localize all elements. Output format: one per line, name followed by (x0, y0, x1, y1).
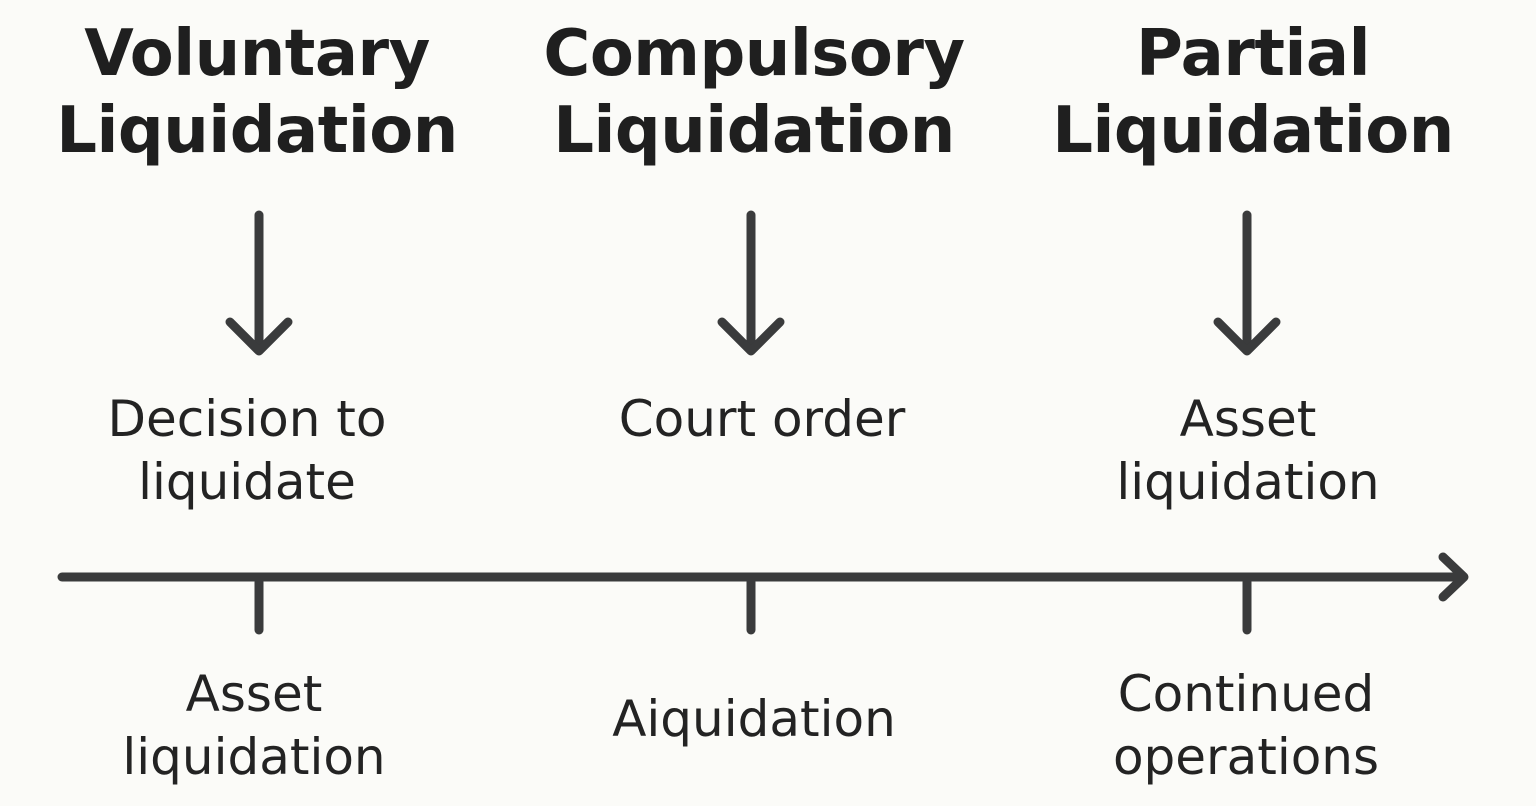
step-line: Decision to (107, 390, 387, 448)
step-line: Asset (1179, 390, 1317, 448)
heading-line: Voluntary (84, 17, 430, 91)
heading-partial-liquidation: Partial Liquidation (1023, 16, 1483, 170)
step-line: Continued (1117, 665, 1375, 723)
heading-line: Liquidation (56, 94, 458, 168)
heading-line: Partial (1135, 17, 1371, 91)
step-line: operations (1112, 728, 1380, 786)
timeline-arrow (57, 552, 1469, 602)
step-court-order: Court order (562, 388, 962, 451)
step-decision-to-liquidate: Decision to liquidate (47, 388, 447, 514)
heading-line: Liquidation (553, 94, 955, 168)
step-line: Asset (185, 665, 323, 723)
step-line: Aiquidation (612, 690, 896, 748)
outcome-continued-operations: Continued operations (1046, 663, 1446, 789)
heading-line: Compulsory (543, 17, 965, 91)
heading-compulsory-liquidation: Compulsory Liquidation (524, 16, 984, 170)
step-line: liquidate (138, 453, 356, 511)
step-asset-liquidation-partial: Asset liquidation (1048, 388, 1448, 514)
step-line: liquidation (1116, 453, 1380, 511)
down-arrow-compulsory (717, 210, 785, 356)
down-arrow-partial (1213, 210, 1281, 356)
heading-line: Liquidation (1052, 94, 1454, 168)
outcome-aiquidation: Aiquidation (554, 688, 954, 751)
heading-voluntary-liquidation: Voluntary Liquidation (27, 16, 487, 170)
step-line: liquidation (122, 728, 386, 786)
outcome-asset-liquidation: Asset liquidation (54, 663, 454, 789)
step-line: Court order (618, 390, 906, 448)
down-arrow-voluntary (225, 210, 293, 356)
